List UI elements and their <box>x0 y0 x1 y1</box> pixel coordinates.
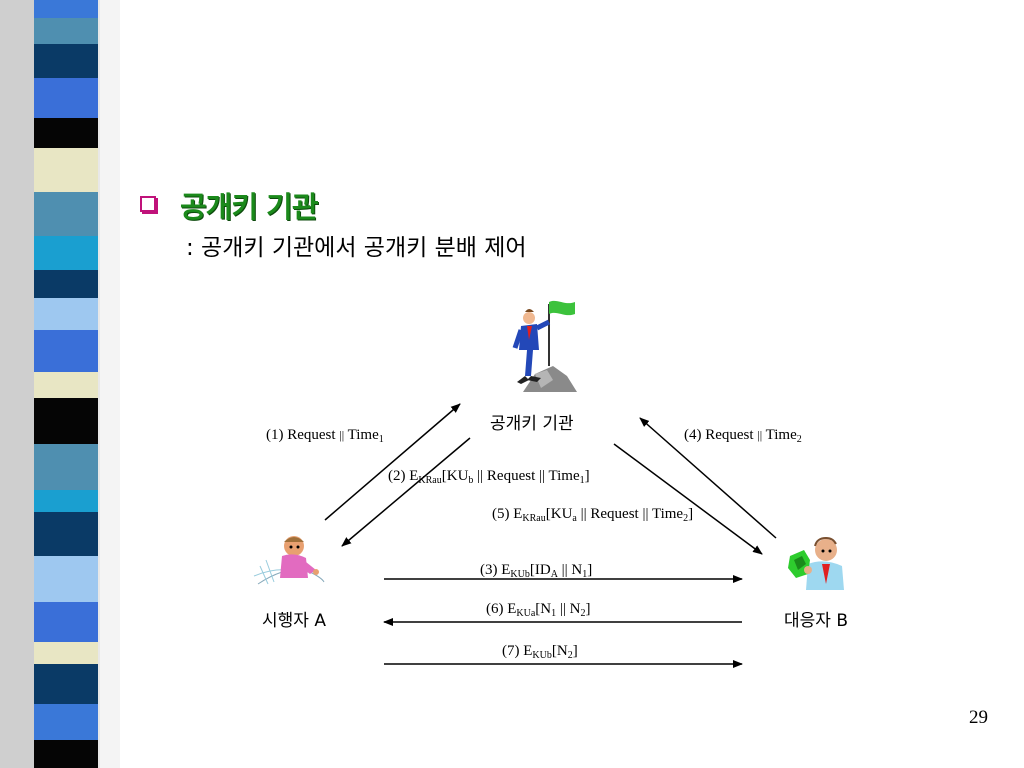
stripe-blocks <box>34 0 98 768</box>
square-bullet-icon <box>140 196 156 212</box>
message-6-label: (6) EKUa[N1 || N2] <box>486 601 591 619</box>
message-7-label: (7) EKUb[N2] <box>502 643 578 661</box>
decorative-stripe <box>0 0 120 768</box>
climber-with-flag-icon <box>512 300 577 392</box>
message-5-label: (5) EKRau[KUa || Request || Time2] <box>492 506 694 524</box>
node-authority-label: 공개키 기관 <box>490 414 574 434</box>
person-a-icon <box>253 536 325 585</box>
person-b-icon <box>788 536 844 590</box>
page-number: 29 <box>969 707 988 728</box>
message-3-label: (3) EKUb[IDA || N1] <box>480 562 593 580</box>
arrow-1 <box>324 403 461 521</box>
arrow-4 <box>639 417 777 539</box>
message-2-label: (2) EKRau[KUb || Request || Time1] <box>388 468 590 486</box>
message-1-label: (1) Request || Time1 <box>266 427 384 445</box>
node-responder-label: 대응자 B <box>784 611 848 631</box>
node-initiator-label: 시행자 A <box>262 611 326 631</box>
arrow-5 <box>613 443 763 555</box>
slide-title: 공개키 기관 <box>180 190 318 224</box>
arrow-2 <box>341 437 471 547</box>
message-4-label: (4) Request || Time2 <box>684 427 802 445</box>
slide-subtitle: : 공개키 기관에서 공개키 분배 제어 <box>186 235 527 261</box>
